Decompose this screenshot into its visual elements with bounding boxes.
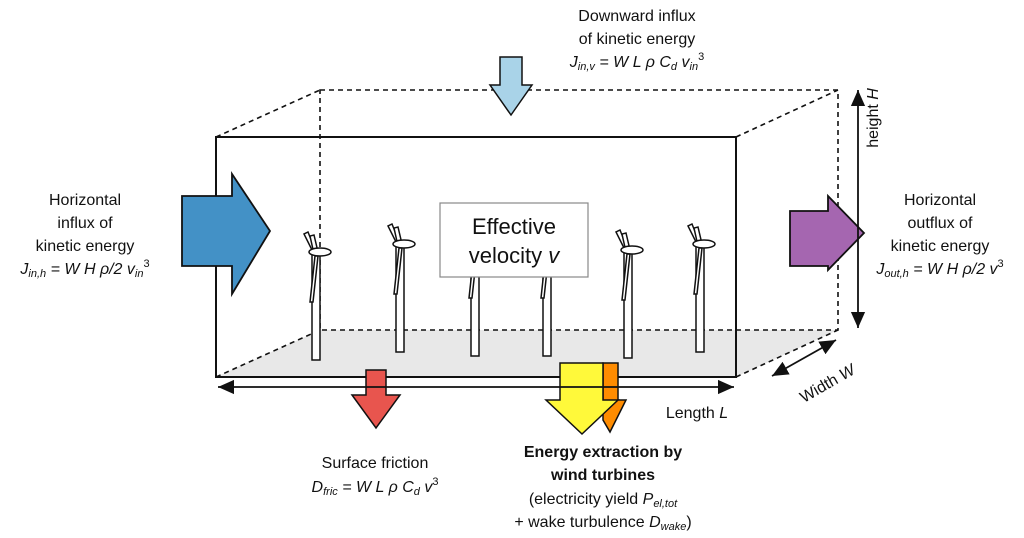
height-label: height H	[865, 88, 882, 148]
horizontal-influx-text: Horizontal influx of kinetic energy Jin,…	[19, 192, 149, 280]
horizontal-outflux-arrow	[789, 193, 866, 273]
effective-velocity-label: Effective	[472, 214, 556, 239]
svg-text:Horizontal: Horizontal	[904, 192, 976, 209]
svg-text:Downward influx: Downward influx	[578, 8, 695, 25]
svg-text:kinetic energy: kinetic energy	[891, 238, 990, 255]
svg-text:Energy extraction by: Energy extraction by	[524, 444, 682, 461]
horizontal-influx-arrow	[181, 171, 272, 298]
svg-text:wind turbines: wind turbines	[550, 467, 655, 484]
downward-influx-arrow	[488, 56, 534, 117]
svg-text:of kinetic energy: of kinetic energy	[579, 31, 696, 48]
svg-text:(electricity yield Pel,tot: (electricity yield Pel,tot	[529, 491, 678, 510]
surface-friction-arrow	[350, 369, 402, 430]
svg-text:Jin,h = W H ρ/2 vin3: Jin,h = W H ρ/2 vin3	[19, 258, 149, 280]
svg-text:Jin,v = W L ρ Cd vin3: Jin,v = W L ρ Cd vin3	[569, 51, 704, 73]
width-arrow	[771, 339, 837, 377]
effective-velocity-label-2: velocity v	[469, 243, 561, 268]
downward-influx-text: Downward influx of kinetic energy Jin,v …	[569, 8, 704, 73]
svg-text:influx of: influx of	[57, 215, 113, 232]
svg-text:Dfric = W L ρ Cd v3: Dfric = W L ρ Cd v3	[312, 476, 439, 498]
svg-text:kinetic energy: kinetic energy	[36, 238, 135, 255]
effective-velocity-box	[439, 202, 589, 278]
svg-text:Jout,h = W H ρ/2 v3: Jout,h = W H ρ/2 v3	[875, 258, 1003, 280]
svg-text:outflux of: outflux of	[908, 215, 973, 232]
floor	[216, 330, 838, 377]
svg-text:Horizontal: Horizontal	[49, 192, 121, 209]
back-box	[215, 89, 839, 378]
width-label: Width W	[797, 361, 859, 407]
svg-text:+ wake turbulence Dwake): + wake turbulence Dwake)	[514, 514, 691, 533]
energy-extraction-text: Energy extraction by wind turbines (elec…	[514, 444, 691, 533]
length-label: Length L	[666, 405, 728, 422]
surface-friction-text: Surface friction Dfric = W L ρ Cd v3	[312, 455, 439, 498]
horizontal-outflux-text: Horizontal outflux of kinetic energy Jou…	[875, 192, 1003, 280]
svg-text:Surface friction: Surface friction	[322, 455, 429, 472]
